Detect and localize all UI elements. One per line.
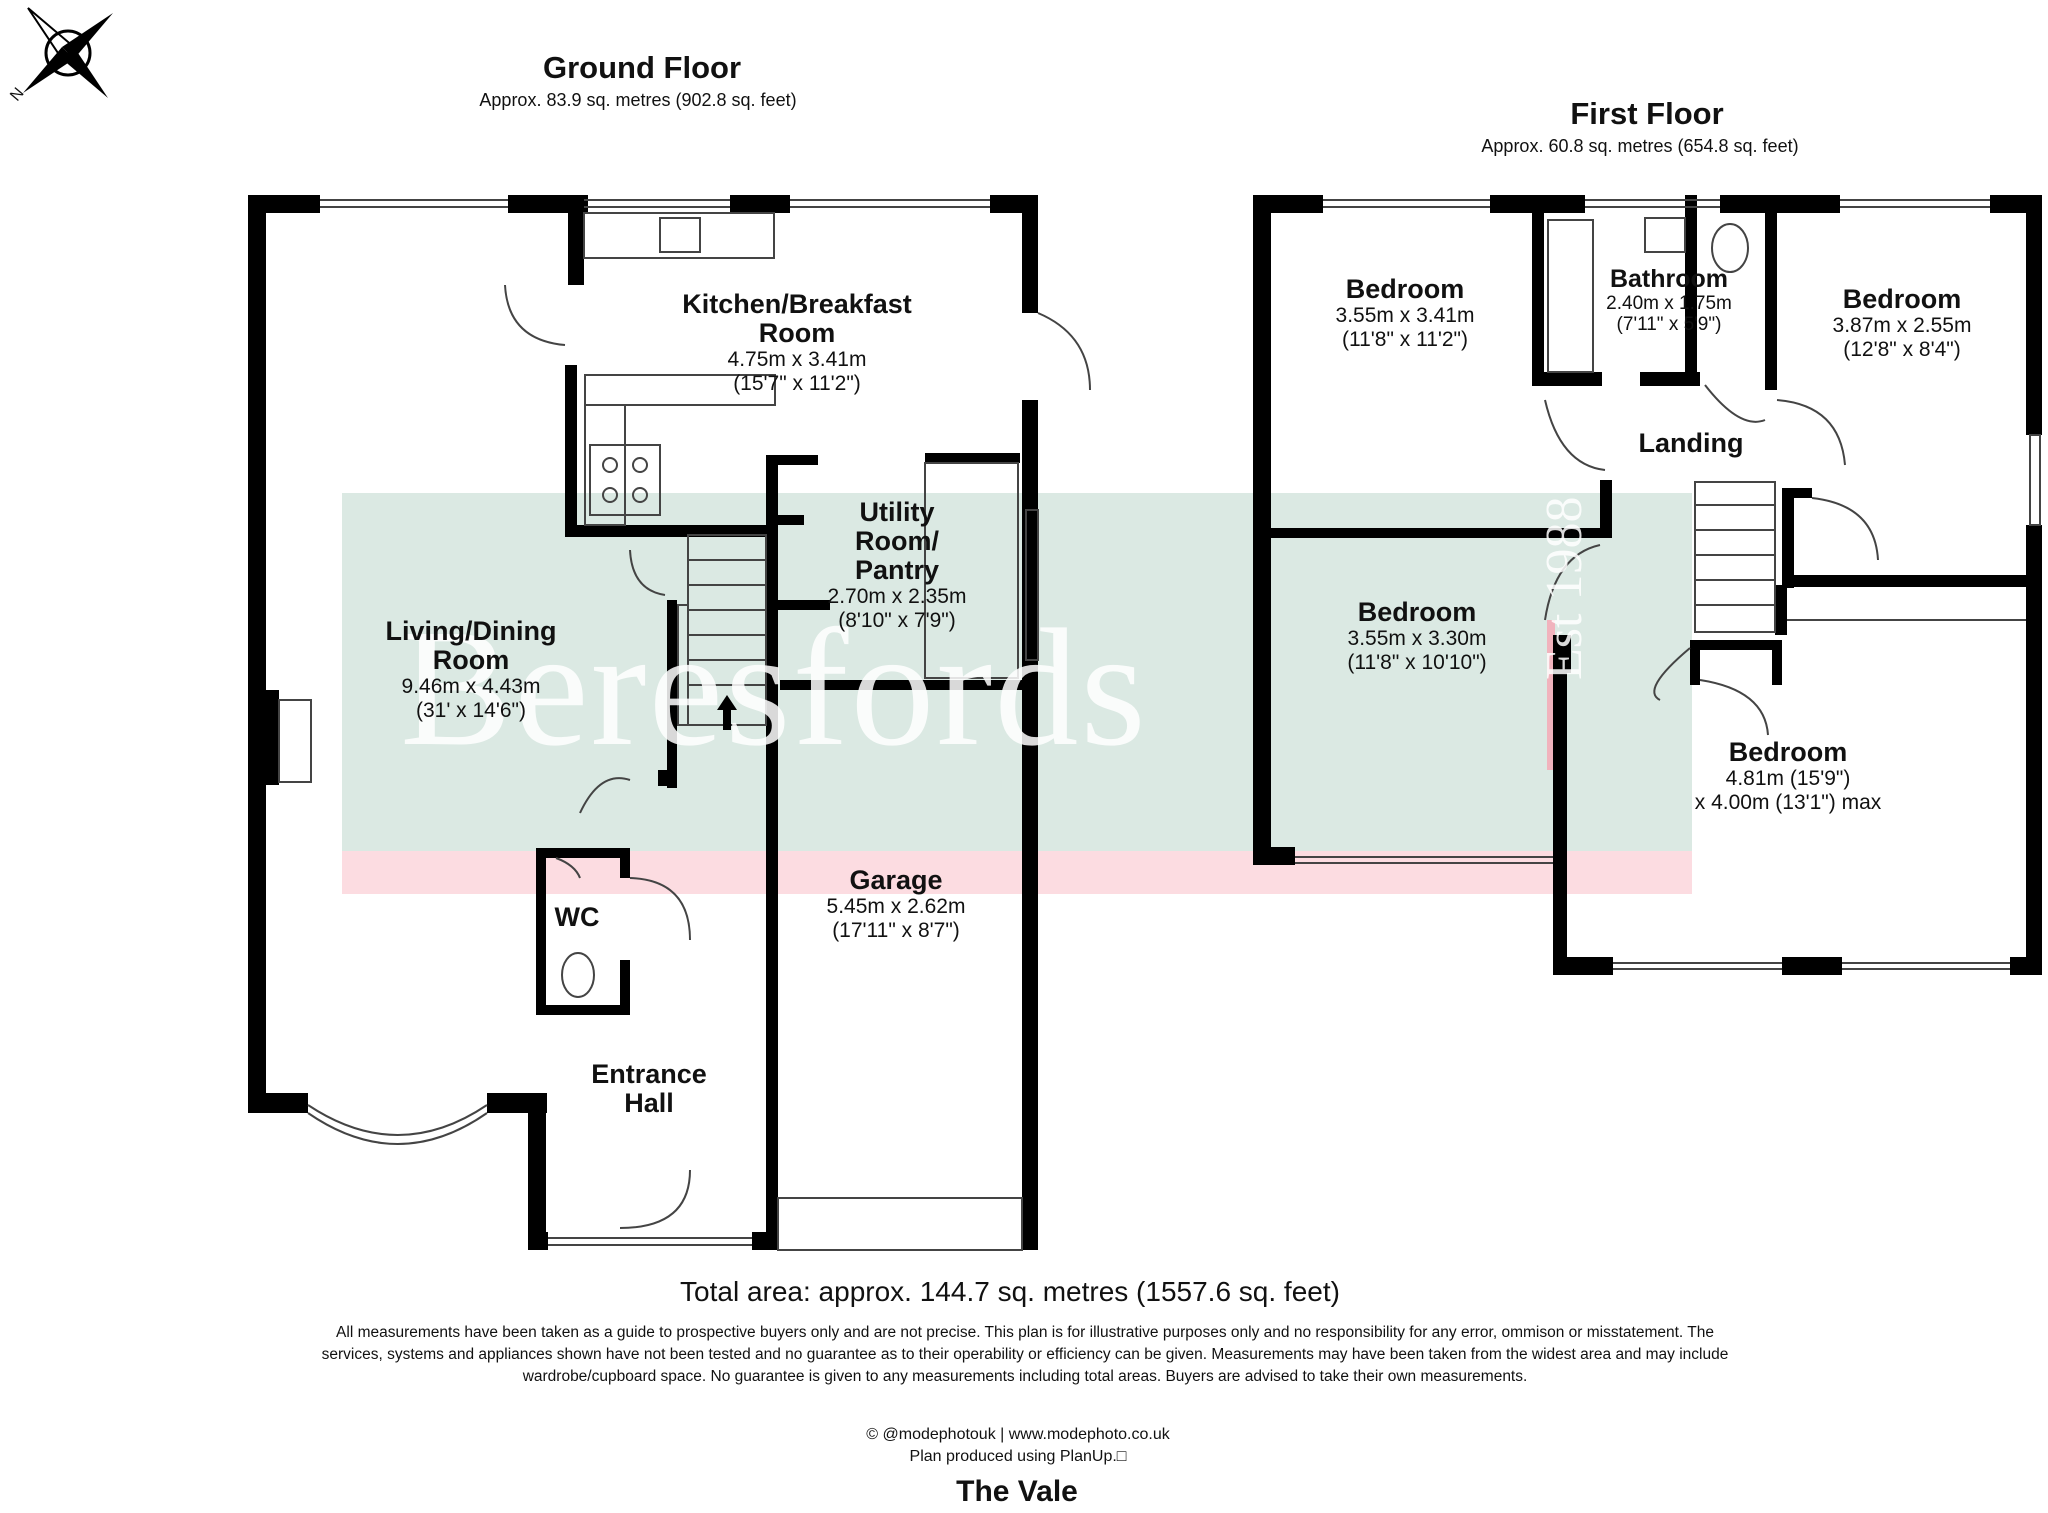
ground-floor-walls: [248, 195, 1038, 1250]
living-metric: 9.46m x 4.43m: [401, 675, 541, 699]
produced-line: Plan produced using PlanUp.□: [909, 1448, 1127, 1465]
utility-name-line3: Pantry: [854, 555, 940, 586]
bedroom-se-name: Bedroom: [1728, 737, 1848, 767]
kitchen-name-line2: Room: [758, 318, 836, 349]
garage-metric: 5.45m x 2.62m: [826, 895, 966, 919]
property-name: The Vale: [956, 1475, 1078, 1508]
bedroom-ne-name: Bedroom: [1842, 284, 1962, 314]
bedroom-sw-imperial: (11'8" x 10'10"): [1347, 650, 1487, 674]
utility-imperial: (8'10" x 7'9"): [838, 608, 956, 632]
bedroom-se-metric: 4.81m (15'9"): [1725, 767, 1851, 791]
total-area: Total area: approx. 144.7 sq. metres (15…: [680, 1276, 1340, 1307]
bathroom-metric: 2.40m x 1.75m: [1606, 293, 1732, 314]
first-floor-fittings: [1295, 199, 2041, 970]
bedroom-se-imperial: x 4.00m (13'1") max: [1694, 790, 1882, 814]
wc-label: WC: [554, 902, 600, 932]
bedroom-nw-imperial: (11'8" x 11'2"): [1341, 327, 1469, 351]
garage-name: Garage: [849, 865, 943, 895]
first-floor-title: First Floor: [1570, 96, 1724, 131]
utility-name-line1: Utility: [859, 497, 935, 527]
kitchen-imperial: (15'7" x 11'2"): [733, 371, 861, 395]
bedroom-sw-name: Bedroom: [1357, 597, 1477, 627]
bathroom-imperial: (7'11" x 5'9"): [1616, 314, 1722, 336]
bedroom-nw-name: Bedroom: [1345, 274, 1465, 304]
first-floor-walls: [1253, 195, 2042, 975]
bedroom-ne-metric: 3.87m x 2.55m: [1832, 314, 1972, 338]
bedroom-ne-label: Bedroom 3.87m x 2.55m (12'8" x 8'4"): [1832, 284, 1972, 361]
garage-label: Garage 5.45m x 2.62m (17'11" x 8'7"): [826, 865, 966, 942]
stair-arrow-icon: [717, 695, 737, 730]
bedroom-ne-imperial: (12'8" x 8'4"): [1843, 337, 1961, 361]
living-label: Living/Dining Room 9.46m x 4.43m (31' x …: [385, 616, 557, 722]
kitchen-name-line1: Kitchen/Breakfast: [682, 289, 912, 319]
bedroom-sw-metric: 3.55m x 3.30m: [1347, 627, 1487, 651]
ground-floor-title: Ground Floor: [542, 50, 742, 85]
landing-label: Landing: [1638, 428, 1744, 458]
bedroom-nw-label: Bedroom 3.55m x 3.41m (11'8" x 11'2"): [1335, 274, 1475, 351]
credit-line: © @modephotouk | www.modephoto.co.uk: [866, 1426, 1170, 1443]
watermark-brand: Beresfords: [400, 595, 1148, 781]
bathroom-label: Bathroom 2.40m x 1.75m (7'11" x 5'9"): [1606, 266, 1732, 336]
disclaimer-text: All measurements have been taken as a gu…: [321, 1324, 1729, 1385]
compass-rose-icon: [23, 7, 113, 98]
hall-label: Entrance Hall: [591, 1059, 707, 1119]
hall-name-line1: Entrance: [591, 1059, 707, 1089]
utility-label: Utility Room/ Pantry 2.70m x 2.35m (8'10…: [827, 497, 967, 633]
bedroom-sw-label: Bedroom 3.55m x 3.30m (11'8" x 10'10"): [1347, 597, 1487, 674]
first-floor-area: Approx. 60.8 sq. metres (654.8 sq. feet): [1481, 136, 1799, 156]
bedroom-se-label: Bedroom 4.81m (15'9") x 4.00m (13'1") ma…: [1694, 737, 1882, 814]
living-name-line1: Living/Dining: [385, 616, 557, 646]
garage-imperial: (17'11" x 8'7"): [832, 918, 960, 942]
bedroom-nw-metric: 3.55m x 3.41m: [1335, 304, 1475, 328]
living-name-line2: Room: [432, 645, 510, 676]
ground-floor-area: Approx. 83.9 sq. metres (902.8 sq. feet): [479, 90, 797, 110]
hall-name-line2: Hall: [624, 1088, 674, 1119]
watermark-est: Est 1988: [1536, 496, 1593, 680]
kitchen-label: Kitchen/Breakfast Room 4.75m x 3.41m (15…: [682, 289, 912, 395]
utility-metric: 2.70m x 2.35m: [827, 585, 967, 609]
living-imperial: (31' x 14'6"): [415, 698, 527, 722]
bathroom-name: Bathroom: [1609, 265, 1729, 293]
utility-name-line2: Room/: [855, 526, 939, 557]
kitchen-metric: 4.75m x 3.41m: [727, 348, 867, 372]
